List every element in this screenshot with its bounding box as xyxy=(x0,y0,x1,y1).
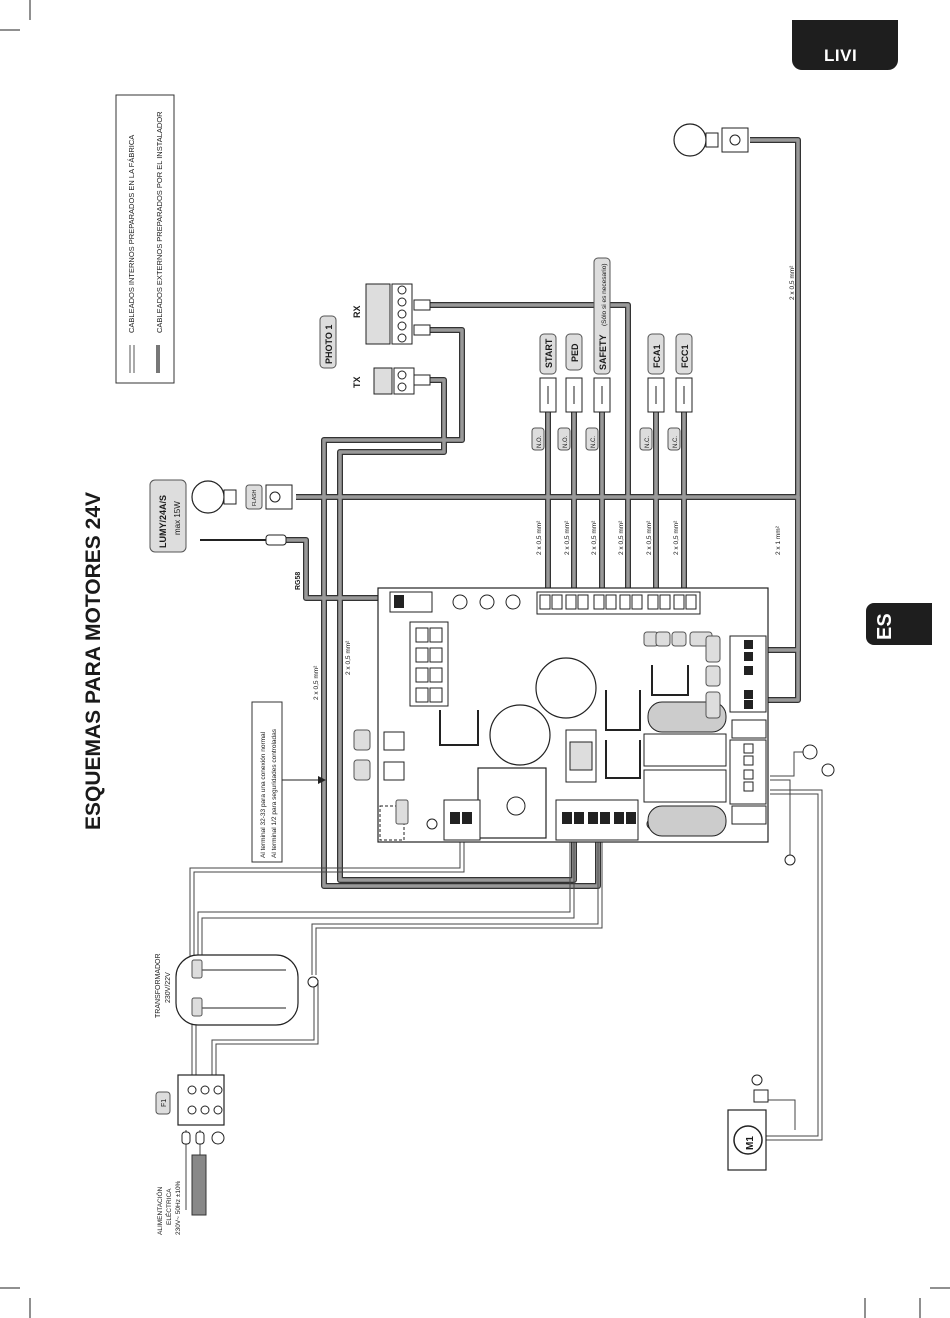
terminal-note-line1: Al terminal 32-33 para una conexión norm… xyxy=(260,731,267,858)
contact-tag: N.O. xyxy=(537,435,543,448)
contact-tag: N.C. xyxy=(591,436,597,448)
input-ped: PED xyxy=(570,343,580,362)
power-label-2: ELÉCTRICA xyxy=(164,1188,173,1225)
transformer: TRANSFORMADOR 230V/22V xyxy=(155,953,299,1026)
wire-label: 2 x 0,5 mm² xyxy=(673,520,680,555)
warning-lamp xyxy=(673,123,749,157)
mains-cable xyxy=(191,1154,207,1216)
transformer-rating: 230V/22V xyxy=(165,972,172,1003)
brand-tab xyxy=(792,20,898,70)
input-fcc1: FCC1 xyxy=(680,344,690,368)
fuse-label: F1 xyxy=(161,1099,168,1107)
flash-lamp: LUMY/24A/S max 15W FLASH xyxy=(149,479,293,553)
input-switches: START PED SAFETY (Sólo si es necesario) … xyxy=(531,257,693,451)
terminal-note-line2: Al terminal 1/2 para seguridades control… xyxy=(271,728,278,858)
mains-block: F1 ALIMENTACIÓN ELÉCTRICA 230V~ 50Hz ±10… xyxy=(155,1074,225,1235)
contact-tag: N.C. xyxy=(673,436,679,448)
motor-label: M1 xyxy=(745,1136,756,1150)
control-board xyxy=(353,587,769,843)
wire-label: 2 x 0,5 mm² xyxy=(591,520,598,555)
wire-label: 2 x 0,5 mm² xyxy=(646,520,653,555)
transformer-label: TRANSFORMADOR xyxy=(155,953,162,1018)
wire-label: 2 x 0,5 mm² xyxy=(313,665,320,700)
wire-label: 2 x 1 mm² xyxy=(775,525,782,555)
internal-wires xyxy=(185,751,823,1210)
motor: M1 xyxy=(307,744,835,1171)
lamp-model: LUMY/24A/S xyxy=(158,495,168,548)
lamp-rating: max 15W xyxy=(173,501,182,535)
photo-rx: RX xyxy=(352,305,362,318)
input-start: START xyxy=(544,338,554,368)
wire-label: 2 x 0,5 mm² xyxy=(618,520,625,555)
power-label: ALIMENTACIÓN xyxy=(155,1186,164,1235)
legend: CABLEADOS INTERNOS PREPARADOS EN LA FÁBR… xyxy=(115,94,175,384)
power-spec: 230V~ 50Hz ±10% xyxy=(175,1180,182,1235)
wire-gauge-labels: 2 x 0,5 mm² 2 x 0,5 mm² 2 x 0,5 mm² 2 x … xyxy=(313,265,796,700)
wire-label: 2 x 0,5 mm² xyxy=(789,265,796,300)
wire-label: 2 x 0,5 mm² xyxy=(536,520,543,555)
wire-label: 2 x 0,5 mm² xyxy=(564,520,571,555)
page-title: ESQUEMAS PARA MOTORES 24V xyxy=(82,492,105,830)
input-safety: SAFETY xyxy=(598,334,608,370)
brand-logo: LIVI xyxy=(824,46,858,65)
language-tab xyxy=(866,603,932,645)
lamp-flash-label: FLASH xyxy=(252,489,258,506)
contact-tag: N.C. xyxy=(645,436,651,448)
terminal-note: Al terminal 32-33 para una conexión norm… xyxy=(251,701,326,863)
photo-name: PHOTO 1 xyxy=(324,325,334,364)
wire-label: 2 x 0,5 mm² xyxy=(345,640,352,675)
legend-internal: CABLEADOS INTERNOS PREPARADOS EN LA FÁBR… xyxy=(127,135,136,333)
legend-external: CABLEADOS EXTERNOS PREPARADOS POR EL INS… xyxy=(155,111,164,333)
photo-tx: TX xyxy=(352,376,362,388)
antenna: RG58 xyxy=(200,534,302,590)
input-safety-note: (Sólo si es necesario) xyxy=(601,264,608,327)
contact-tag: N.O. xyxy=(563,435,569,448)
input-fca1: FCA1 xyxy=(652,344,662,368)
photocell: PHOTO 1 TX RX xyxy=(319,283,431,395)
antenna-label: RG58 xyxy=(295,572,302,590)
